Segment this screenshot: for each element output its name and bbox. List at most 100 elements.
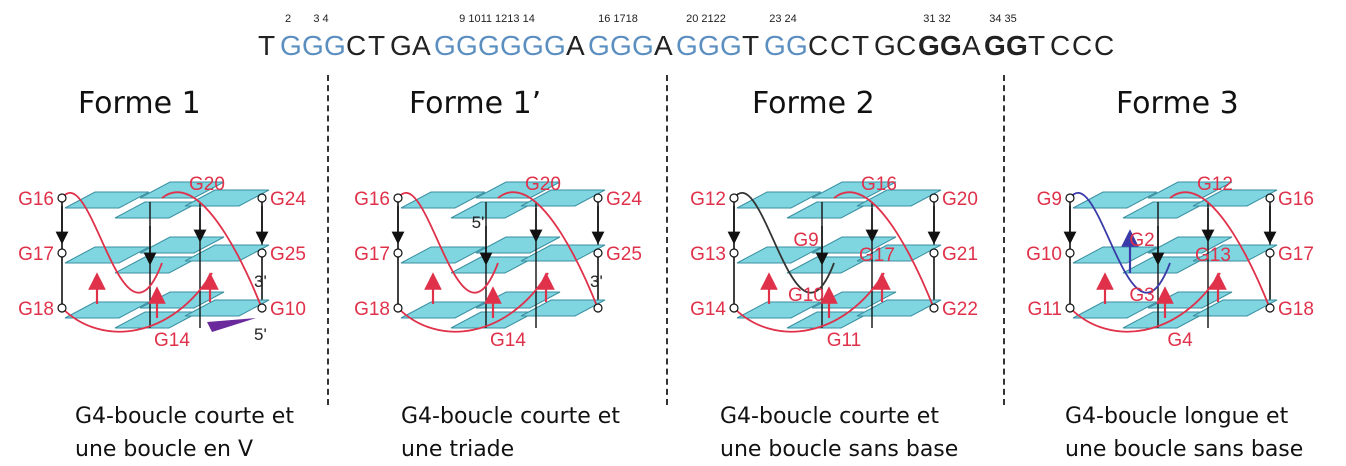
nucleotide-label: G24 [270,189,306,210]
sequence-base: G [500,30,522,61]
sequence-base: G [610,30,632,61]
sequence-position-number: 23 24 [769,13,797,25]
nucleotide-label: G17 [859,245,895,266]
sequence-position-number: 2 [285,13,291,25]
nucleotide-label: G3 [1129,285,1154,306]
sequence-base: G [478,30,500,61]
sequence-base: A [654,30,673,61]
sequence-position-number: 20 2122 [686,13,726,25]
sequence-base: C [1094,30,1114,61]
sequence-base: G [588,30,610,61]
nucleotide-node [593,303,603,313]
g-tetrad-plate [520,244,606,262]
nucleotide-label: G18 [1278,299,1314,320]
nucleotide-label: 5' [472,213,485,232]
g-tetrad-plate [184,244,270,262]
nucleotide-label: G22 [942,299,978,320]
sequence-position-number: 34 35 [989,13,1017,25]
caption-line-2: une boucle en V [75,437,254,462]
g-tetrad-plate [1192,189,1278,207]
nucleotide-label: G18 [18,299,54,320]
g-tetrad-plate [400,246,486,264]
sequence-base: C [1050,30,1070,61]
g-tetrad-plate [139,181,225,199]
sequence-base: G [786,30,808,61]
g-tetrad-plate [736,246,822,264]
g-tetrad-plate [184,189,270,207]
g-tetrad-plate [1122,201,1208,219]
nucleotide-node [929,248,939,258]
nucleotide-label: G9 [793,230,818,251]
sequence-base: C [808,30,828,61]
nucleotide-label: G20 [189,174,225,195]
g-tetrad-plate [475,181,561,199]
nucleotide-label: G20 [942,189,978,210]
nucleotide-label: G16 [354,189,390,210]
g-tetrad-plate [736,191,822,209]
g-tetrad-plate [811,181,897,199]
g-tetrad-plate [786,201,872,219]
sequence-base: T [1028,30,1045,61]
sequence-base: G [324,30,346,61]
caption-line-2: une boucle sans base [1065,437,1304,462]
sequence-base: G [1006,30,1028,61]
nucleotide-label: G17 [1278,244,1314,265]
sequence-base: T [368,30,385,61]
panel-title: Forme 3 [1116,86,1239,121]
nucleotide-node [593,193,603,203]
divider-1 [327,75,329,405]
loop-curve [1069,192,1171,294]
g-tetrad-plate [64,301,150,319]
nucleotide-label: G11 [827,330,862,351]
nucleotide-label: G16 [1278,189,1314,210]
nucleotide-label: G25 [606,244,642,265]
sequence-base: G [456,30,478,61]
loop-curve [733,192,835,294]
g-tetrad-plate [520,299,606,317]
nucleotide-node [393,303,403,313]
sequence-base: C [1072,30,1092,61]
loop-curve [397,272,549,333]
sequence-base: C [830,30,850,61]
g-tetrad-plate [114,201,200,219]
sequence-base: G [632,30,654,61]
sequence-base: T [258,30,275,61]
nucleotide-label: G13 [690,244,726,265]
loop-curve [733,272,885,333]
sequence-base: G [676,30,698,61]
nucleotide-label: 3' [590,272,603,291]
panel-title: Forme 2 [752,86,875,121]
nucleotide-label: G12 [690,189,726,210]
nucleotide-node [57,248,67,258]
nucleotide-label: G13 [1195,245,1231,266]
loop-curve [1069,272,1221,333]
nucleotide-label: 5' [254,325,267,344]
panel-caption: G4-boucle courte et une boucle sans base [720,400,958,466]
sequence-base: G [280,30,302,61]
panel-caption: G4-boucle longue et une boucle sans base [1065,400,1303,466]
caption-line-1: G4-boucle longue et [1065,404,1289,429]
g-tetrad-plate [400,301,486,319]
nucleotide-label: G25 [270,244,306,265]
sequence-base: G [984,30,1006,61]
nucleotide-label: G2 [1129,230,1154,251]
nucleotide-label: G17 [18,244,54,265]
g-tetrad-plate [520,189,606,207]
sequence-position-number: 31 32 [923,13,951,25]
g-tetrad-plate [184,299,270,317]
nucleotide-node [729,193,739,203]
nucleotide-node [393,193,403,203]
divider-2 [666,75,668,405]
nucleotide-label: G24 [606,189,642,210]
nucleotide-label: G14 [690,299,726,320]
sequence-base: G [544,30,566,61]
nucleotide-node [593,248,603,258]
nucleotide-label: G16 [861,174,897,195]
